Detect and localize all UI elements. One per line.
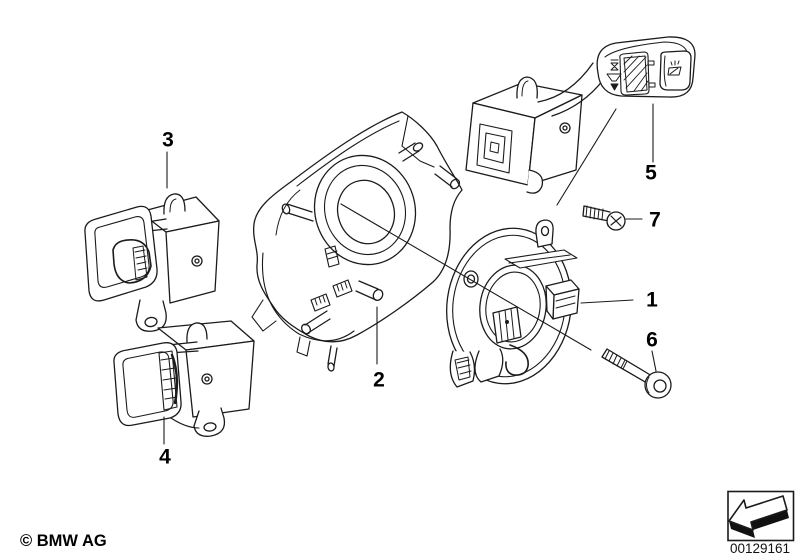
- copyright-notice: © BMW AG: [20, 532, 107, 550]
- callout-3[interactable]: 3: [162, 128, 174, 152]
- bolt-drawing: [602, 349, 671, 398]
- wiper-mode-icons: [607, 60, 655, 90]
- callout-6[interactable]: 6: [646, 328, 658, 352]
- slip-ring-drawing: [437, 220, 582, 392]
- callout-7[interactable]: 7: [649, 208, 661, 232]
- washer-icon: [668, 61, 681, 75]
- leader-lines: [164, 104, 656, 444]
- callout-5[interactable]: 5: [645, 161, 657, 185]
- screw-drawing: [583, 206, 625, 230]
- turn-signal-switch-drawing: [85, 194, 219, 331]
- wiper-switch-drawing: [466, 37, 695, 193]
- callout-4[interactable]: 4: [159, 445, 171, 469]
- cruise-control-switch-drawing: [114, 321, 254, 436]
- image-number: 00129161: [729, 541, 791, 556]
- callout-2[interactable]: 2: [373, 368, 385, 392]
- callout-1[interactable]: 1: [646, 288, 658, 312]
- switch-carrier-housing-drawing: [252, 112, 462, 371]
